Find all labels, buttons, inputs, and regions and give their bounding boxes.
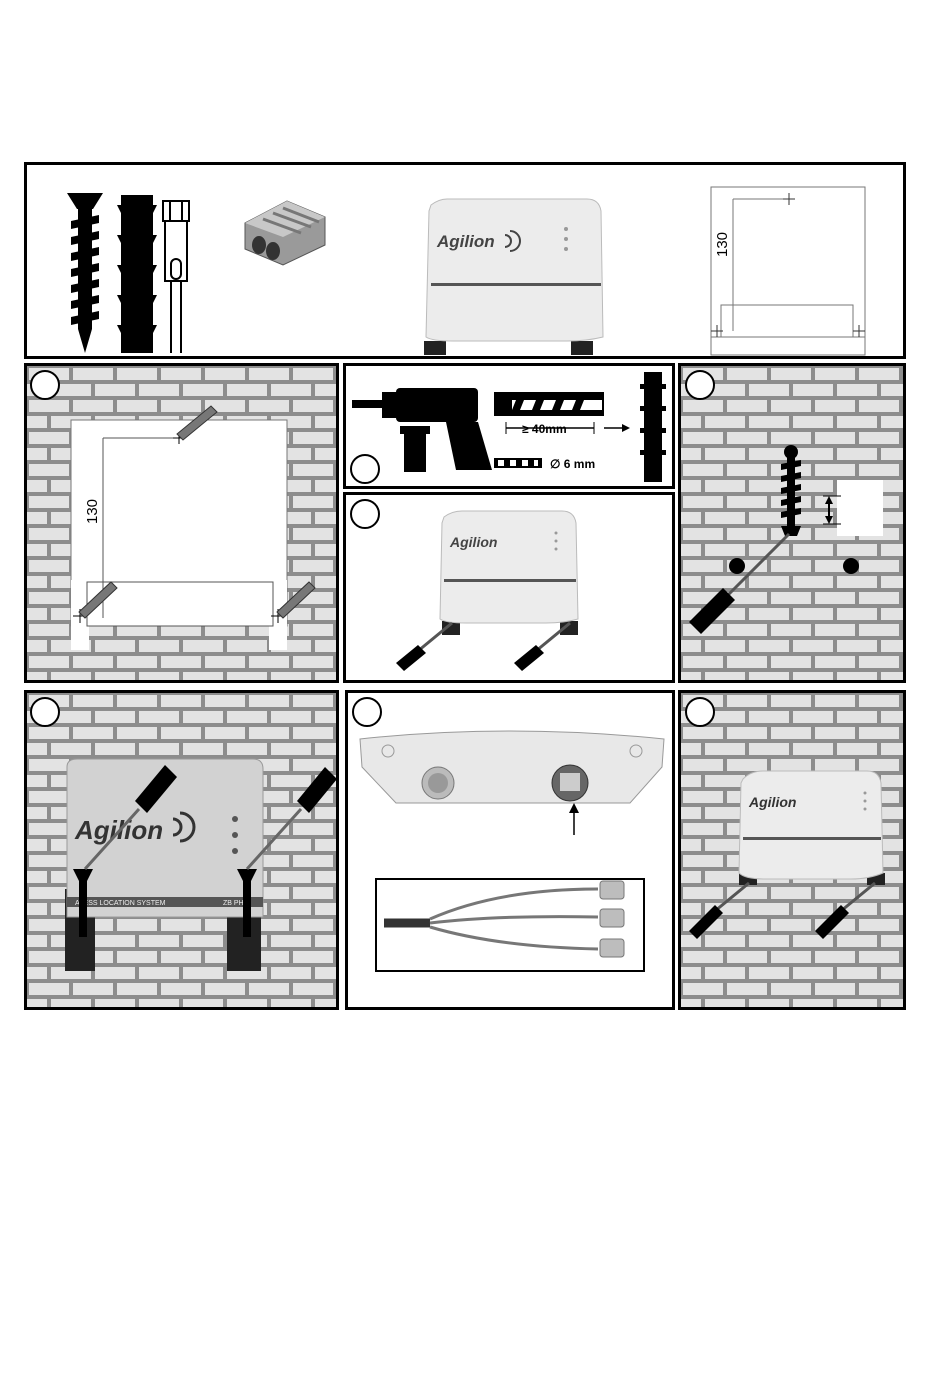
mounting-template-drawing <box>711 187 865 355</box>
brick-wall-template-illustration: 130 <box>27 366 336 680</box>
device-screwdriver-illustration: Agilion <box>346 495 672 680</box>
mounted-device-illustration: Agilion <box>681 693 903 1007</box>
device-zoom-illustration: ALESS LOCATION SYSTEM ZB PHA Agilion <box>27 693 336 1007</box>
cable-connector-icon <box>163 201 189 353</box>
device-illustration: Agilion <box>424 199 603 355</box>
step-attach-brackets-panel: Agilion <box>343 492 675 683</box>
screw-in-wall-illustration <box>681 366 903 680</box>
step-fasten-device-panel: ALESS LOCATION SYSTEM ZB PHA Agilion <box>24 690 339 1010</box>
terminal-block-icon <box>245 201 325 265</box>
template-dimension-top: 130 <box>714 232 731 257</box>
device-strip-zoom: ALESS LOCATION SYSTEM <box>75 900 166 907</box>
step-mounted-panel: Agilion <box>678 690 906 1010</box>
step-number-circle <box>350 454 380 484</box>
screw-icon <box>67 193 103 353</box>
step-drill-panel: ≥ 40mm ∅ 6 mm <box>343 363 675 489</box>
wall-plug-icon <box>640 372 666 482</box>
device-brand: Agilion <box>436 232 495 251</box>
wall-plug-icon <box>117 195 157 353</box>
parts-overview-panel: Agilion 130 <box>24 162 906 359</box>
step-number-circle <box>685 697 715 727</box>
drill-illustration: ≥ 40mm ∅ 6 mm <box>346 366 672 486</box>
step-number-circle <box>352 697 382 727</box>
device-brand-step3: Agilion <box>449 534 497 550</box>
step-mark-holes-panel: 130 <box>24 363 339 683</box>
wiring-illustration <box>348 693 672 1007</box>
step-number-circle <box>30 370 60 400</box>
device-brand-mounted: Agilion <box>748 794 796 810</box>
parts-overview-illustration: Agilion 130 <box>27 165 903 356</box>
drill-diameter-label: ∅ 6 mm <box>550 457 595 471</box>
template-dimension-wall: 130 <box>84 499 101 524</box>
terminal-block-icon <box>600 881 624 957</box>
step-wiring-panel <box>345 690 675 1010</box>
drill-depth-label: ≥ 40mm <box>522 422 567 436</box>
step-number-circle <box>30 697 60 727</box>
screwdriver-icon <box>396 623 570 671</box>
step-number-circle <box>685 370 715 400</box>
step-number-circle <box>350 499 380 529</box>
step-screw-wall-panel <box>678 363 906 683</box>
